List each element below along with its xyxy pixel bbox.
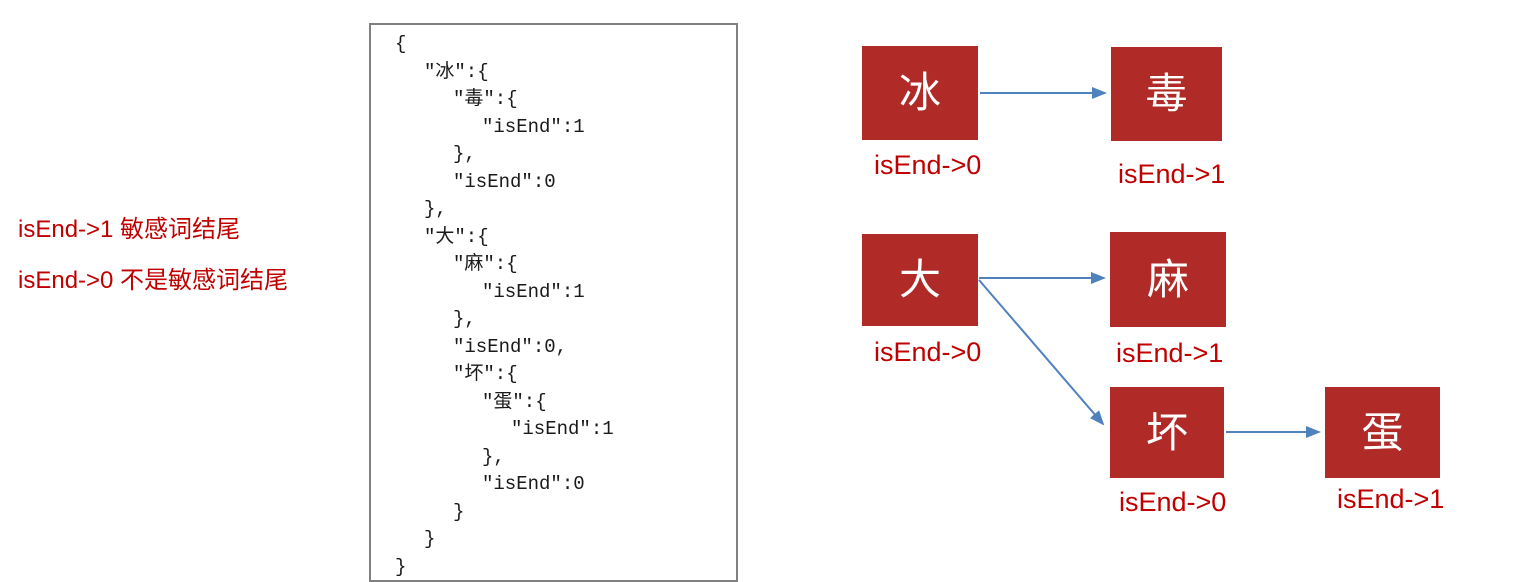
code-line: ″isEnd″:1	[482, 115, 585, 138]
code-line: }	[424, 528, 436, 550]
trie-json-code-block: { ″冰″:{ ″毒″:{ ″isEnd″:1}, ″isEnd″:0}, ″大″:{ ″麻…	[369, 23, 738, 582]
code-line: ″毒″:{	[453, 88, 518, 110]
code-line: },	[424, 198, 447, 220]
arrow-da-to-huai	[978, 279, 1105, 426]
trie-node-ma: 麻	[1110, 232, 1226, 327]
trie-node-bing-char: 冰	[898, 69, 941, 116]
isend-label-dan: isEnd->1	[1337, 484, 1445, 514]
code-line: ″isEnd″:0	[453, 170, 556, 193]
trie-node-du-char: 毒	[1145, 70, 1188, 117]
code-line: ″isEnd″:1	[482, 280, 585, 303]
isend-label-da: isEnd->0	[874, 337, 982, 367]
code-line: },	[482, 445, 505, 468]
code-line: ″isEnd″:1	[511, 418, 614, 440]
legend-isend-0: isEnd->0 不是敏感词结尾	[18, 267, 289, 294]
code-line: ″isEnd″:0,	[453, 335, 568, 358]
isend-label-huai: isEnd->0	[1119, 487, 1227, 517]
trie-node-da: 大	[862, 234, 978, 326]
code-line: ″isEnd″:0	[482, 473, 585, 495]
trie-node-huai: 坏	[1110, 387, 1224, 478]
code-line: ″麻″:{	[453, 253, 518, 275]
code-line: },	[453, 308, 476, 330]
code-lines: { ″冰″:{ ″毒″:{ ″isEnd″:1}, ″isEnd″:0}, ″大″:{ ″麻…	[395, 31, 736, 580]
code-line: }	[453, 500, 465, 523]
code-line: ″蛋″:{	[482, 390, 547, 413]
trie-node-du: 毒	[1111, 47, 1222, 141]
isend-label-du: isEnd->1	[1118, 159, 1226, 189]
code-line: ″大″:{	[424, 225, 489, 248]
legend-isend-1: isEnd->1 敏感词结尾	[18, 216, 241, 243]
trie-node-bing: 冰	[862, 46, 978, 140]
trie-node-huai-char: 坏	[1145, 408, 1188, 456]
trie-node-da-char: 大	[898, 256, 941, 303]
code-line: },	[453, 143, 476, 165]
code-line: ″冰″:{	[424, 60, 489, 83]
isend-label-ma: isEnd->1	[1116, 338, 1224, 368]
code-line: {	[395, 33, 407, 55]
trie-node-dan: 蛋	[1325, 387, 1440, 478]
code-line: ″坏″:{	[453, 363, 518, 385]
isend-label-bing: isEnd->0	[874, 150, 982, 180]
trie-node-ma-char: 麻	[1146, 255, 1189, 303]
trie-node-dan-char: 蛋	[1361, 408, 1404, 456]
code-line: }	[395, 555, 407, 578]
